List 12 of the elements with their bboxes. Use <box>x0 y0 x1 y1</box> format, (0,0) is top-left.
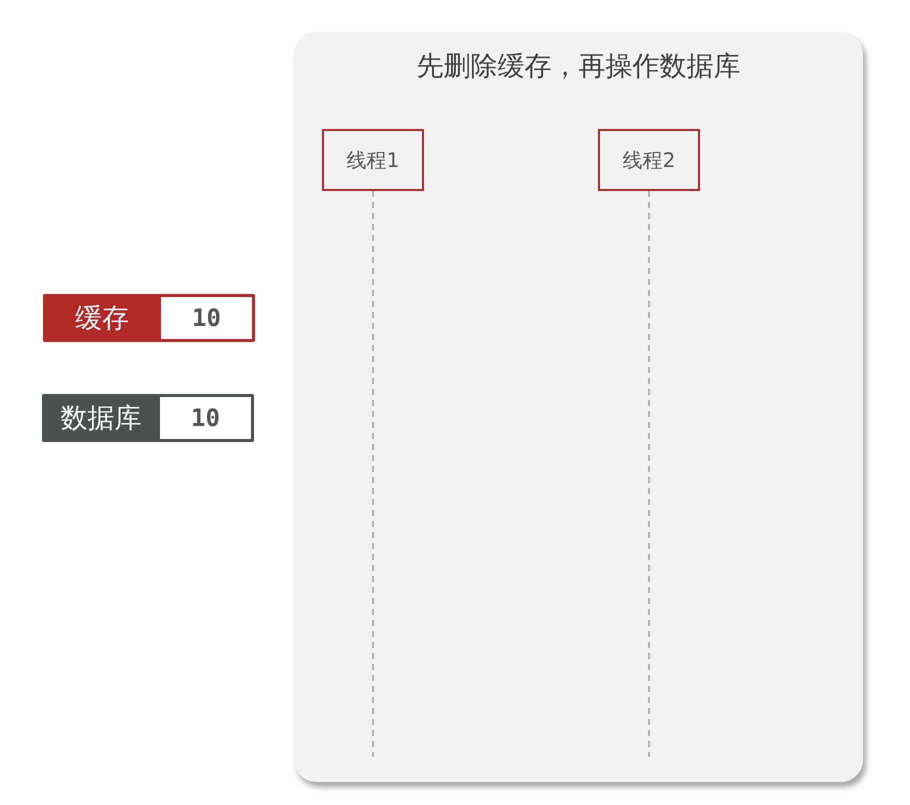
store-name: 缓存 <box>74 302 130 336</box>
store-value: 10 <box>160 397 251 439</box>
thread-box: 线程1 <box>322 129 424 191</box>
store-value: 10 <box>161 297 252 339</box>
lifeline <box>648 191 650 757</box>
diagram-panel <box>294 32 863 782</box>
lifeline <box>372 191 374 757</box>
value-box <box>43 294 255 342</box>
store-name: 数据库 <box>60 402 142 436</box>
thread-box: 线程2 <box>598 129 700 191</box>
panel-title: 先删除缓存，再操作数据库 <box>416 50 742 84</box>
value-box <box>42 394 254 442</box>
